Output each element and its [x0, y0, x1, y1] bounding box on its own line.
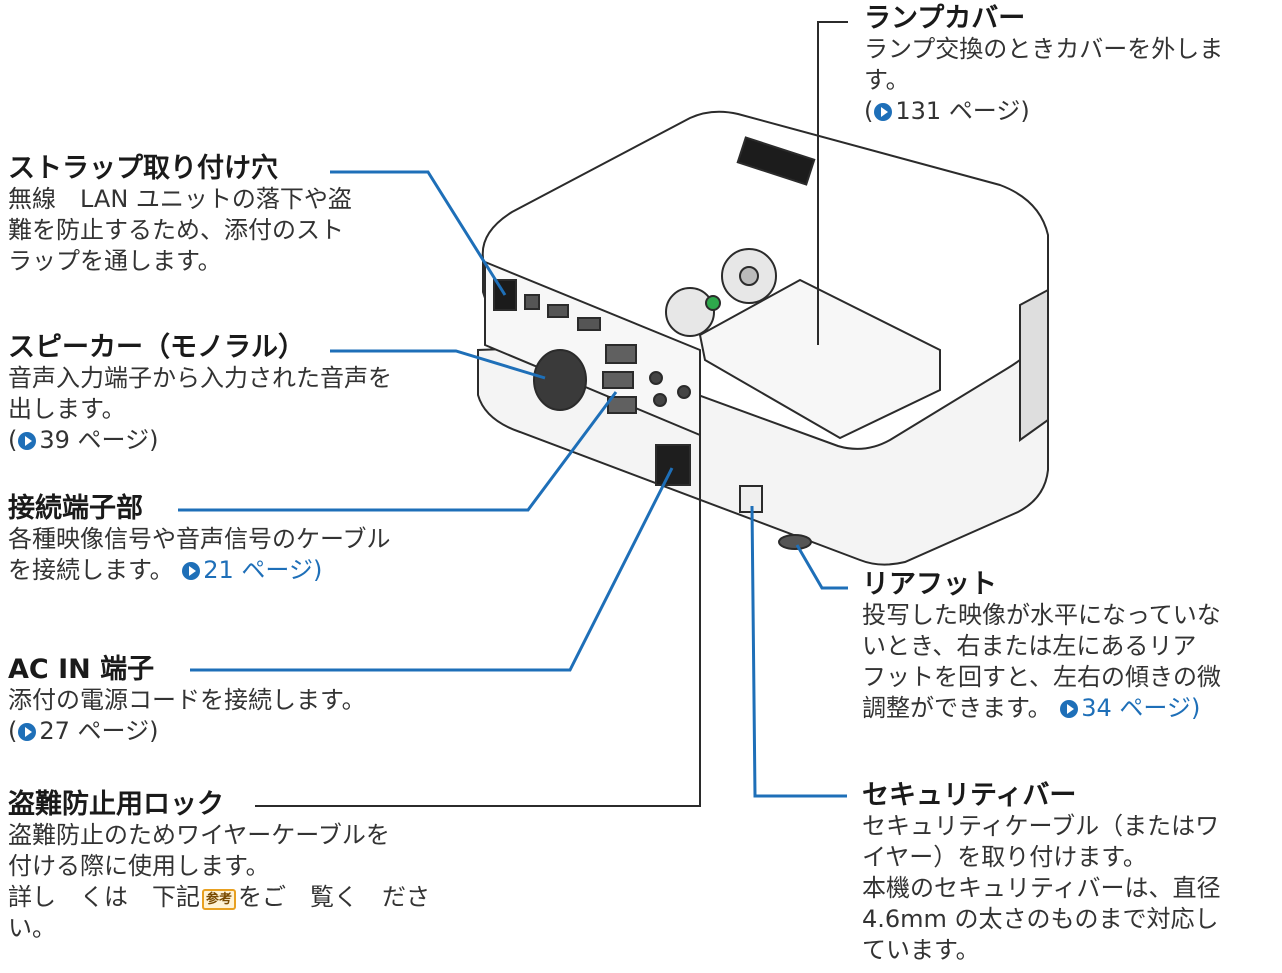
description-line: す。	[864, 66, 910, 94]
vga-port	[605, 344, 637, 364]
line-text: 詳し くは 下記	[8, 883, 200, 911]
description-line: 付ける際に使用します。	[8, 852, 270, 880]
rear-port-3	[577, 317, 601, 331]
rear-port-2	[547, 304, 569, 318]
front-vent	[1019, 288, 1049, 442]
description-line: 調整ができます。 34 ページ)	[862, 693, 1221, 724]
reference-arrow-icon	[18, 432, 37, 450]
line-text: をご 覧く ださ	[238, 883, 431, 911]
description-line: イヤー）を取り付けます。	[862, 843, 1147, 871]
callout-title: AC IN 端子	[8, 654, 155, 685]
description-line: い。	[8, 914, 56, 942]
ac-inlet	[655, 444, 691, 486]
callout-lamp-cover: ランプカバー ランプ交換のときカバーを外しま す。 (131 ページ)	[864, 4, 1223, 127]
reference-arrow-icon	[1060, 700, 1079, 718]
reference-arrow-icon	[18, 723, 37, 741]
description-line: 音声入力端子から入力された音声を	[8, 364, 392, 392]
page-reference[interactable]: 34 ページ)	[1059, 694, 1200, 722]
callout-title: ストラップ取り付け穴	[8, 153, 278, 184]
ref-open-paren: (	[864, 97, 874, 125]
audio-jack-3	[677, 385, 691, 399]
rear-port-1	[524, 294, 540, 310]
callout-speaker: スピーカー（モノラル） 音声入力端子から入力された音声を 出します。 (39 ペ…	[8, 333, 392, 456]
speaker-grille	[533, 349, 587, 411]
description-line: ています。	[862, 936, 980, 964]
line-text: を接続します。	[8, 556, 174, 584]
audio-jack-1	[649, 371, 663, 385]
callout-lock: 盗難防止用ロック 盗難防止のためワイヤーケーブルを 付ける際に使用します。 詳し…	[8, 790, 430, 944]
lens-zoom-lever	[736, 136, 816, 186]
description-line: 本機のセキュリティバーは、直径	[862, 874, 1221, 902]
callout-title: スピーカー（モノラル）	[8, 332, 305, 363]
callout-security-bar: セキュリティバー セキュリティケーブル（またはワ イヤー）を取り付けます。 本機…	[862, 781, 1221, 966]
rear-foot-shape	[778, 534, 812, 550]
ref-open-paren: (	[8, 426, 18, 454]
callout-title: 接続端子部	[8, 493, 143, 524]
reference-arrow-icon	[874, 103, 893, 121]
description-line: セキュリティケーブル（またはワ	[862, 812, 1220, 840]
leader-lamp-cover	[817, 21, 848, 345]
page-reference[interactable]: (39 ページ)	[8, 425, 392, 456]
ref-text: 21 ページ)	[203, 556, 323, 584]
description-line: ラップを通します。	[8, 247, 222, 275]
description-line: 投写した映像が水平になっていな	[862, 601, 1221, 629]
leader-rear-foot	[795, 544, 848, 590]
page-reference[interactable]: (131 ページ)	[864, 96, 1223, 127]
ref-text: 34 ページ)	[1081, 694, 1201, 722]
reference-arrow-icon	[182, 562, 201, 580]
projector-illustration	[477, 110, 1049, 566]
ref-open-paren: (	[8, 717, 18, 745]
description-line: 4.6mm の太さのものまで対応し	[862, 905, 1219, 933]
leader-connectors	[178, 391, 618, 512]
description-line: 添付の電源コードを接続します。	[8, 686, 366, 714]
description-line: フットを回すと、左右の傾きの微	[862, 663, 1222, 691]
callout-rear-foot: リアフット 投写した映像が水平になっていな いとき、右または左にあるリア フット…	[862, 570, 1221, 724]
description-line: 出します。	[8, 395, 126, 423]
lamp-cover-panel	[698, 278, 941, 440]
ref-text: 131 ページ)	[895, 97, 1030, 125]
callout-title: セキュリティバー	[862, 780, 1077, 811]
callout-title: 盗難防止用ロック	[8, 789, 224, 820]
description-line: 各種映像信号や音声信号のケーブル	[8, 525, 391, 553]
description-line: ランプ交換のときカバーを外しま	[864, 35, 1224, 63]
leader-ac-in	[190, 467, 674, 672]
leader-lines	[178, 170, 848, 798]
control-pad-secondary	[665, 287, 715, 337]
callout-title: リアフット	[862, 569, 997, 600]
description-line: を接続します。 21 ページ)	[8, 555, 391, 586]
leader-strap	[330, 170, 507, 296]
description-line: 詳し くは 下記参考をご 覧く ださ	[8, 882, 430, 913]
leader-lock	[255, 432, 701, 807]
callout-ac-in: AC IN 端子 添付の電源コードを接続します。 (27 ページ)	[8, 655, 366, 747]
leader-speaker	[330, 349, 546, 380]
leader-security	[750, 505, 847, 798]
reference-badge[interactable]: 参考	[202, 889, 237, 910]
ref-text: 39 ページ)	[39, 426, 159, 454]
callout-title: ランプカバー	[864, 3, 1026, 34]
description-line: 無線 LAN ユニットの落下や盗	[8, 185, 352, 213]
power-button	[705, 295, 721, 311]
video-port	[602, 371, 634, 389]
line-text: 調整ができます。	[862, 694, 1052, 722]
description-line: いとき、右または左にあるリア	[862, 632, 1197, 660]
description-line: 盗難防止のためワイヤーケーブルを	[8, 821, 390, 849]
device-lines	[255, 21, 848, 807]
callout-connectors: 接続端子部 各種映像信号や音声信号のケーブル を接続します。 21 ページ)	[8, 494, 391, 586]
page-reference[interactable]: (27 ページ)	[8, 716, 366, 747]
audio-jack-2	[653, 393, 667, 407]
control-pad-center	[739, 266, 759, 286]
callout-strap-hole: ストラップ取り付け穴 無線 LAN ユニットの落下や盗 難を防止するため、添付の…	[8, 154, 352, 277]
description-line: 難を防止するため、添付のスト	[8, 216, 344, 244]
page-reference[interactable]: 21 ページ)	[181, 556, 322, 584]
ref-text: 27 ページ)	[39, 717, 159, 745]
